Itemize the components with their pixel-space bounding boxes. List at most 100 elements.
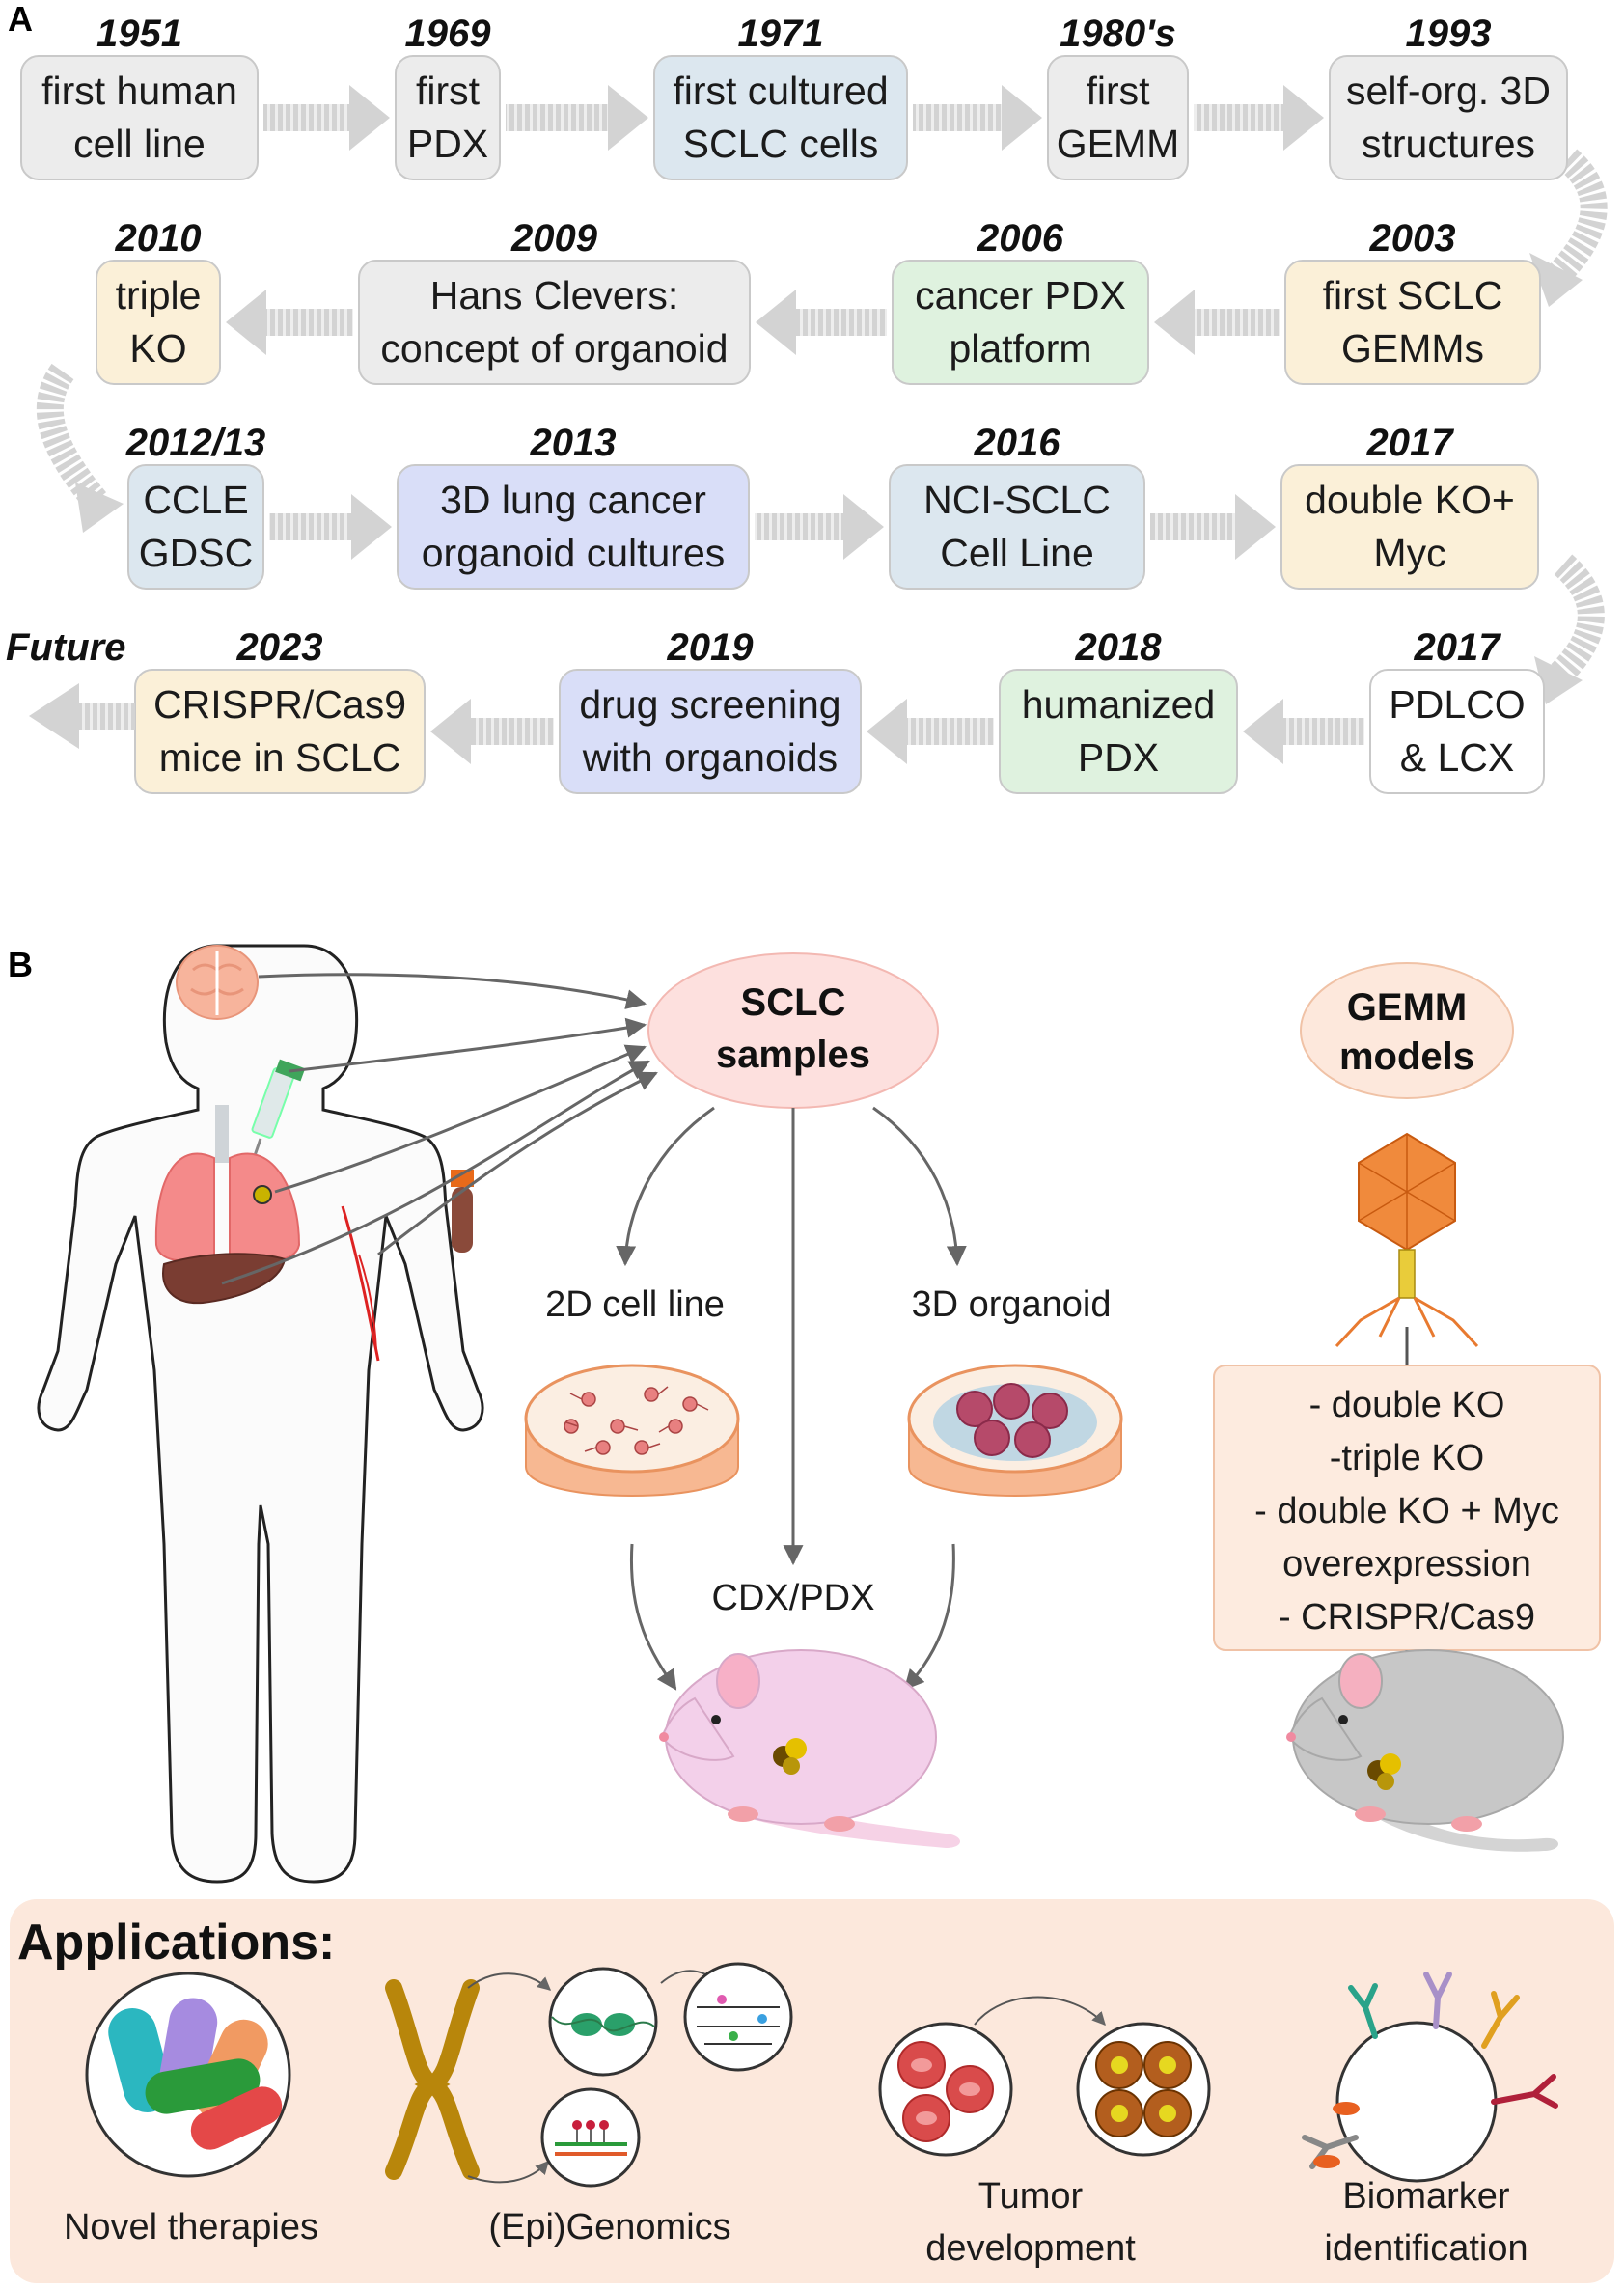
milestone-text: PDX (407, 122, 488, 166)
milestone-box (358, 260, 751, 385)
epigenetic-marks-icon (683, 1962, 793, 2072)
milestone-year: 2017 (1366, 422, 1455, 464)
blood-tube-icon (451, 1170, 474, 1253)
milestone-year: 1971 (738, 13, 824, 55)
milestone-year: 2016 (974, 422, 1061, 464)
development-label: development (925, 2228, 1136, 2269)
panel-b-label: B (8, 945, 33, 984)
identification-label: identification (1324, 2228, 1528, 2269)
milestone-text: first (416, 69, 481, 113)
milestone-box (1329, 55, 1568, 180)
sclc-samples-label-1: SCLC (741, 981, 846, 1024)
organoid-dish-icon (907, 1364, 1123, 1497)
timeline-row-turn-head (75, 483, 124, 533)
timeline-arrow-head (226, 290, 266, 355)
milestone-box (127, 464, 264, 590)
timeline-arrow-head (430, 699, 471, 764)
timeline-arrow-shaft (755, 513, 843, 540)
timeline-arrow-shaft (796, 309, 887, 336)
milestone-year: 1993 (1406, 13, 1492, 55)
milestone-text: PDLCO (1389, 682, 1525, 727)
milestone-box (559, 669, 862, 794)
milestone-text: with organoids (582, 735, 838, 780)
milestone-text: mice in SCLC (159, 735, 401, 780)
milestone-text: first SCLC (1323, 273, 1503, 317)
milestone-text: NCI-SCLC (923, 478, 1111, 522)
timeline-arrow-shaft (1150, 513, 1235, 540)
milestone-text: SCLC cells (683, 122, 879, 166)
timeline-arrow-head (1243, 699, 1283, 764)
milestone-text: Cell Line (940, 531, 1094, 575)
gemm-list-box: - double KO-triple KO- double KO + Mycov… (1213, 1365, 1601, 1651)
milestone-text: first human (41, 69, 237, 113)
future-arrow (29, 683, 135, 749)
milestone-text: self-org. 3D (1346, 69, 1551, 113)
milestone-text: concept of organoid (380, 326, 728, 371)
milestone-text: structures (1362, 122, 1535, 166)
timeline-arrow-shaft (1194, 104, 1283, 131)
milestone-box (20, 55, 259, 180)
gemm-list-item: - double KO (1309, 1385, 1505, 1425)
gemm-label-2: models (1339, 1035, 1474, 1078)
milestone-text: cancer PDX (915, 273, 1126, 317)
gemm-list-item: -triple KO (1330, 1438, 1484, 1478)
chromosome-icon (385, 1979, 480, 2180)
timeline-row-turn (1543, 149, 1608, 290)
sample-arrows (221, 973, 658, 1285)
milestone-text: 3D lung cancer (440, 478, 706, 522)
timeline-arrow-head (1283, 85, 1324, 151)
milestone-box (96, 260, 221, 385)
timeline-arrows (36, 85, 1608, 764)
tumor-label: Tumor (978, 2176, 1084, 2217)
milestone-box (892, 260, 1149, 385)
milestone-text: first cultured (673, 69, 888, 113)
milestone-text: PDX (1078, 735, 1159, 780)
timeline-row-turn-head (1529, 253, 1583, 307)
milestone-text: organoid cultures (422, 531, 726, 575)
panel-a-label: A (8, 0, 33, 39)
milestone-text: triple (116, 273, 202, 317)
timeline-arrow-shaft (506, 104, 608, 131)
gemm-list-item: overexpression (1282, 1544, 1531, 1585)
milestone-text: Myc (1373, 531, 1445, 575)
timeline-arrow-head (1235, 494, 1276, 560)
milestone-year: 2019 (667, 626, 755, 669)
timeline-arrow-head (1154, 290, 1195, 355)
milestone-box (397, 464, 750, 590)
timeline-row-turn-head (1534, 656, 1583, 704)
milestone-text: & LCX (1400, 735, 1515, 780)
milestone-text: CRISPR/Cas9 (153, 682, 406, 727)
timeline-arrow-head (608, 85, 648, 151)
applications-title: Applications: (17, 1915, 335, 1971)
blood-vessel-icon (341, 1205, 380, 1362)
timeline-arrow-shaft (266, 309, 353, 336)
timeline-arrow-shaft (269, 513, 351, 540)
milestone-box (395, 55, 501, 180)
milestone-text: drug screening (579, 682, 840, 727)
lungs-icon (154, 1105, 301, 1262)
milestone-year: 2017 (1414, 626, 1502, 669)
timeline-arrow-head (1002, 85, 1042, 151)
timeline-arrow-head (349, 85, 390, 151)
tumor-arrow (974, 1996, 1106, 2027)
cell-line-label: 2D cell line (545, 1284, 725, 1325)
milestone-year: 2010 (115, 217, 202, 260)
milestone-year: 1969 (405, 13, 492, 55)
milestone-year: 2013 (530, 422, 617, 464)
tumor-cells-icon (1076, 2022, 1211, 2157)
timeline-arrow-shaft (263, 104, 349, 131)
milestone: 2019 drug screening with organoids (559, 626, 862, 794)
milestone-box (999, 669, 1238, 794)
normal-cells-icon (878, 2022, 1013, 2157)
timeline-row-turn (36, 363, 107, 510)
timeline-arrow-head (756, 290, 796, 355)
